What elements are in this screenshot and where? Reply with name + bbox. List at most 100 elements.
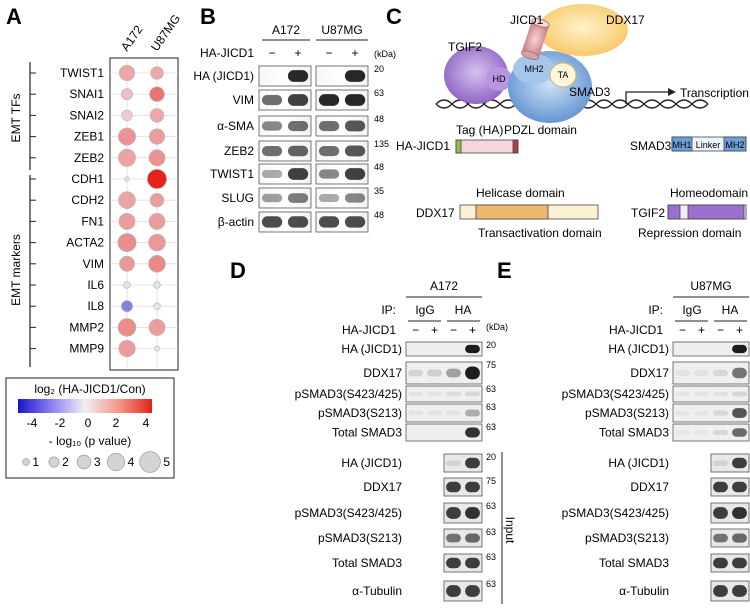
band <box>465 409 480 417</box>
panel-label-e: E <box>497 258 512 283</box>
band <box>427 410 442 416</box>
jicd1-protein <box>521 18 550 60</box>
input-blot-label: HA (JICD1) <box>608 456 669 470</box>
color-tick: -4 <box>27 416 38 430</box>
band <box>318 216 340 228</box>
band <box>465 366 480 380</box>
band <box>713 481 728 493</box>
sign: − <box>412 323 419 337</box>
band <box>344 70 366 82</box>
dot-cdh2-u87mg <box>149 192 165 208</box>
size-key-label: 1 <box>32 455 39 469</box>
color-tick: 0 <box>85 416 92 430</box>
blot-strip <box>258 187 312 209</box>
dot-twist1-a172 <box>118 64 136 82</box>
band <box>732 557 747 569</box>
dot-fn1-a172 <box>118 212 136 230</box>
band <box>732 507 747 519</box>
sign: + <box>698 323 705 337</box>
dot-fn1-u87mg <box>148 212 166 230</box>
band <box>344 193 366 203</box>
domain-bar-ha-jicd1 <box>455 139 519 154</box>
panel-label-d: D <box>230 258 246 283</box>
dot-il8-a172 <box>121 300 133 313</box>
dot-zeb1-a172 <box>118 127 136 146</box>
band <box>287 193 309 203</box>
ddx17-label: DDX17 <box>606 13 645 27</box>
sign-plus: + <box>351 46 358 60</box>
band <box>713 430 728 435</box>
blot-label: ZEB2 <box>224 144 254 158</box>
ip-blot-label: HA (JICD1) <box>341 342 402 356</box>
band <box>408 369 423 377</box>
input-blot-label: α-Tubulin <box>619 584 669 598</box>
mh2-domain <box>723 136 747 152</box>
band <box>318 121 340 132</box>
band <box>344 94 366 106</box>
band <box>318 94 340 106</box>
repression-domain <box>687 204 745 220</box>
domain-name-tgif2: TGIF2 <box>631 206 665 220</box>
blot-strip <box>405 385 483 403</box>
gene-label: SNAI2 <box>69 108 104 122</box>
size-key-label: 5 <box>163 455 170 469</box>
ip-igg-label: IgG <box>415 303 434 317</box>
band <box>732 533 747 543</box>
dot-mmp2-a172 <box>117 318 137 337</box>
sign: + <box>469 323 476 337</box>
size-key-label: 3 <box>94 455 101 469</box>
mw-label: 63 <box>486 422 496 432</box>
band <box>446 368 461 378</box>
blot-strip <box>405 341 483 357</box>
panel-label-b: B <box>200 4 216 29</box>
gene-label: ZEB1 <box>74 130 104 144</box>
band <box>287 216 309 228</box>
gene-label: MMP9 <box>69 342 104 356</box>
band <box>261 216 283 228</box>
blot-strip <box>672 385 750 403</box>
ip-blot-label: pSMAD3(S423/425) <box>295 387 402 401</box>
gene-label: IL8 <box>87 299 104 313</box>
repression-label: Repression domain <box>638 226 741 240</box>
dot-zeb1-u87mg <box>148 128 166 145</box>
color-tick: 4 <box>143 416 150 430</box>
band <box>344 145 366 157</box>
gene-label: TWIST1 <box>60 66 104 80</box>
panel-b-western: A172 U87MG HA-JICD1 − + − + (kDa) HA (JI… <box>193 23 396 233</box>
sign-plus: + <box>294 46 301 60</box>
mw-label: 75 <box>486 360 496 370</box>
ip-blot-label: Total SMAD3 <box>332 426 402 440</box>
band <box>408 410 423 416</box>
input-blot-label: Total SMAD3 <box>332 556 402 570</box>
sign: − <box>450 323 457 337</box>
kda-label: (kDa) <box>374 49 396 59</box>
band <box>732 367 747 379</box>
group-label-tfs: EMT TFs <box>9 94 23 143</box>
mw-label: 63 <box>486 552 496 562</box>
sign: + <box>736 323 743 337</box>
gene-label: ACTA2 <box>66 236 104 250</box>
tgif2-label: TGIF2 <box>448 40 482 54</box>
ip-ha-label: HA <box>455 303 472 317</box>
band <box>713 557 728 569</box>
legend-box <box>5 377 175 479</box>
band <box>344 216 366 228</box>
band <box>446 481 461 493</box>
band <box>675 391 690 397</box>
dot-il6-u87mg <box>153 281 161 289</box>
ddx17-protein <box>538 4 628 56</box>
dotplot-frame <box>109 57 179 371</box>
panel-label-c: C <box>386 4 402 29</box>
jicd1-label: JICD1 <box>510 13 544 27</box>
size-key-circle <box>48 456 60 468</box>
band <box>732 428 747 437</box>
band <box>713 369 728 377</box>
blot-label: SLUG <box>221 191 254 205</box>
band <box>446 460 461 466</box>
blot-strip <box>405 403 483 423</box>
band <box>344 168 366 180</box>
mw-label: 48 <box>374 114 384 124</box>
ddx17-ta-domain <box>549 62 577 88</box>
